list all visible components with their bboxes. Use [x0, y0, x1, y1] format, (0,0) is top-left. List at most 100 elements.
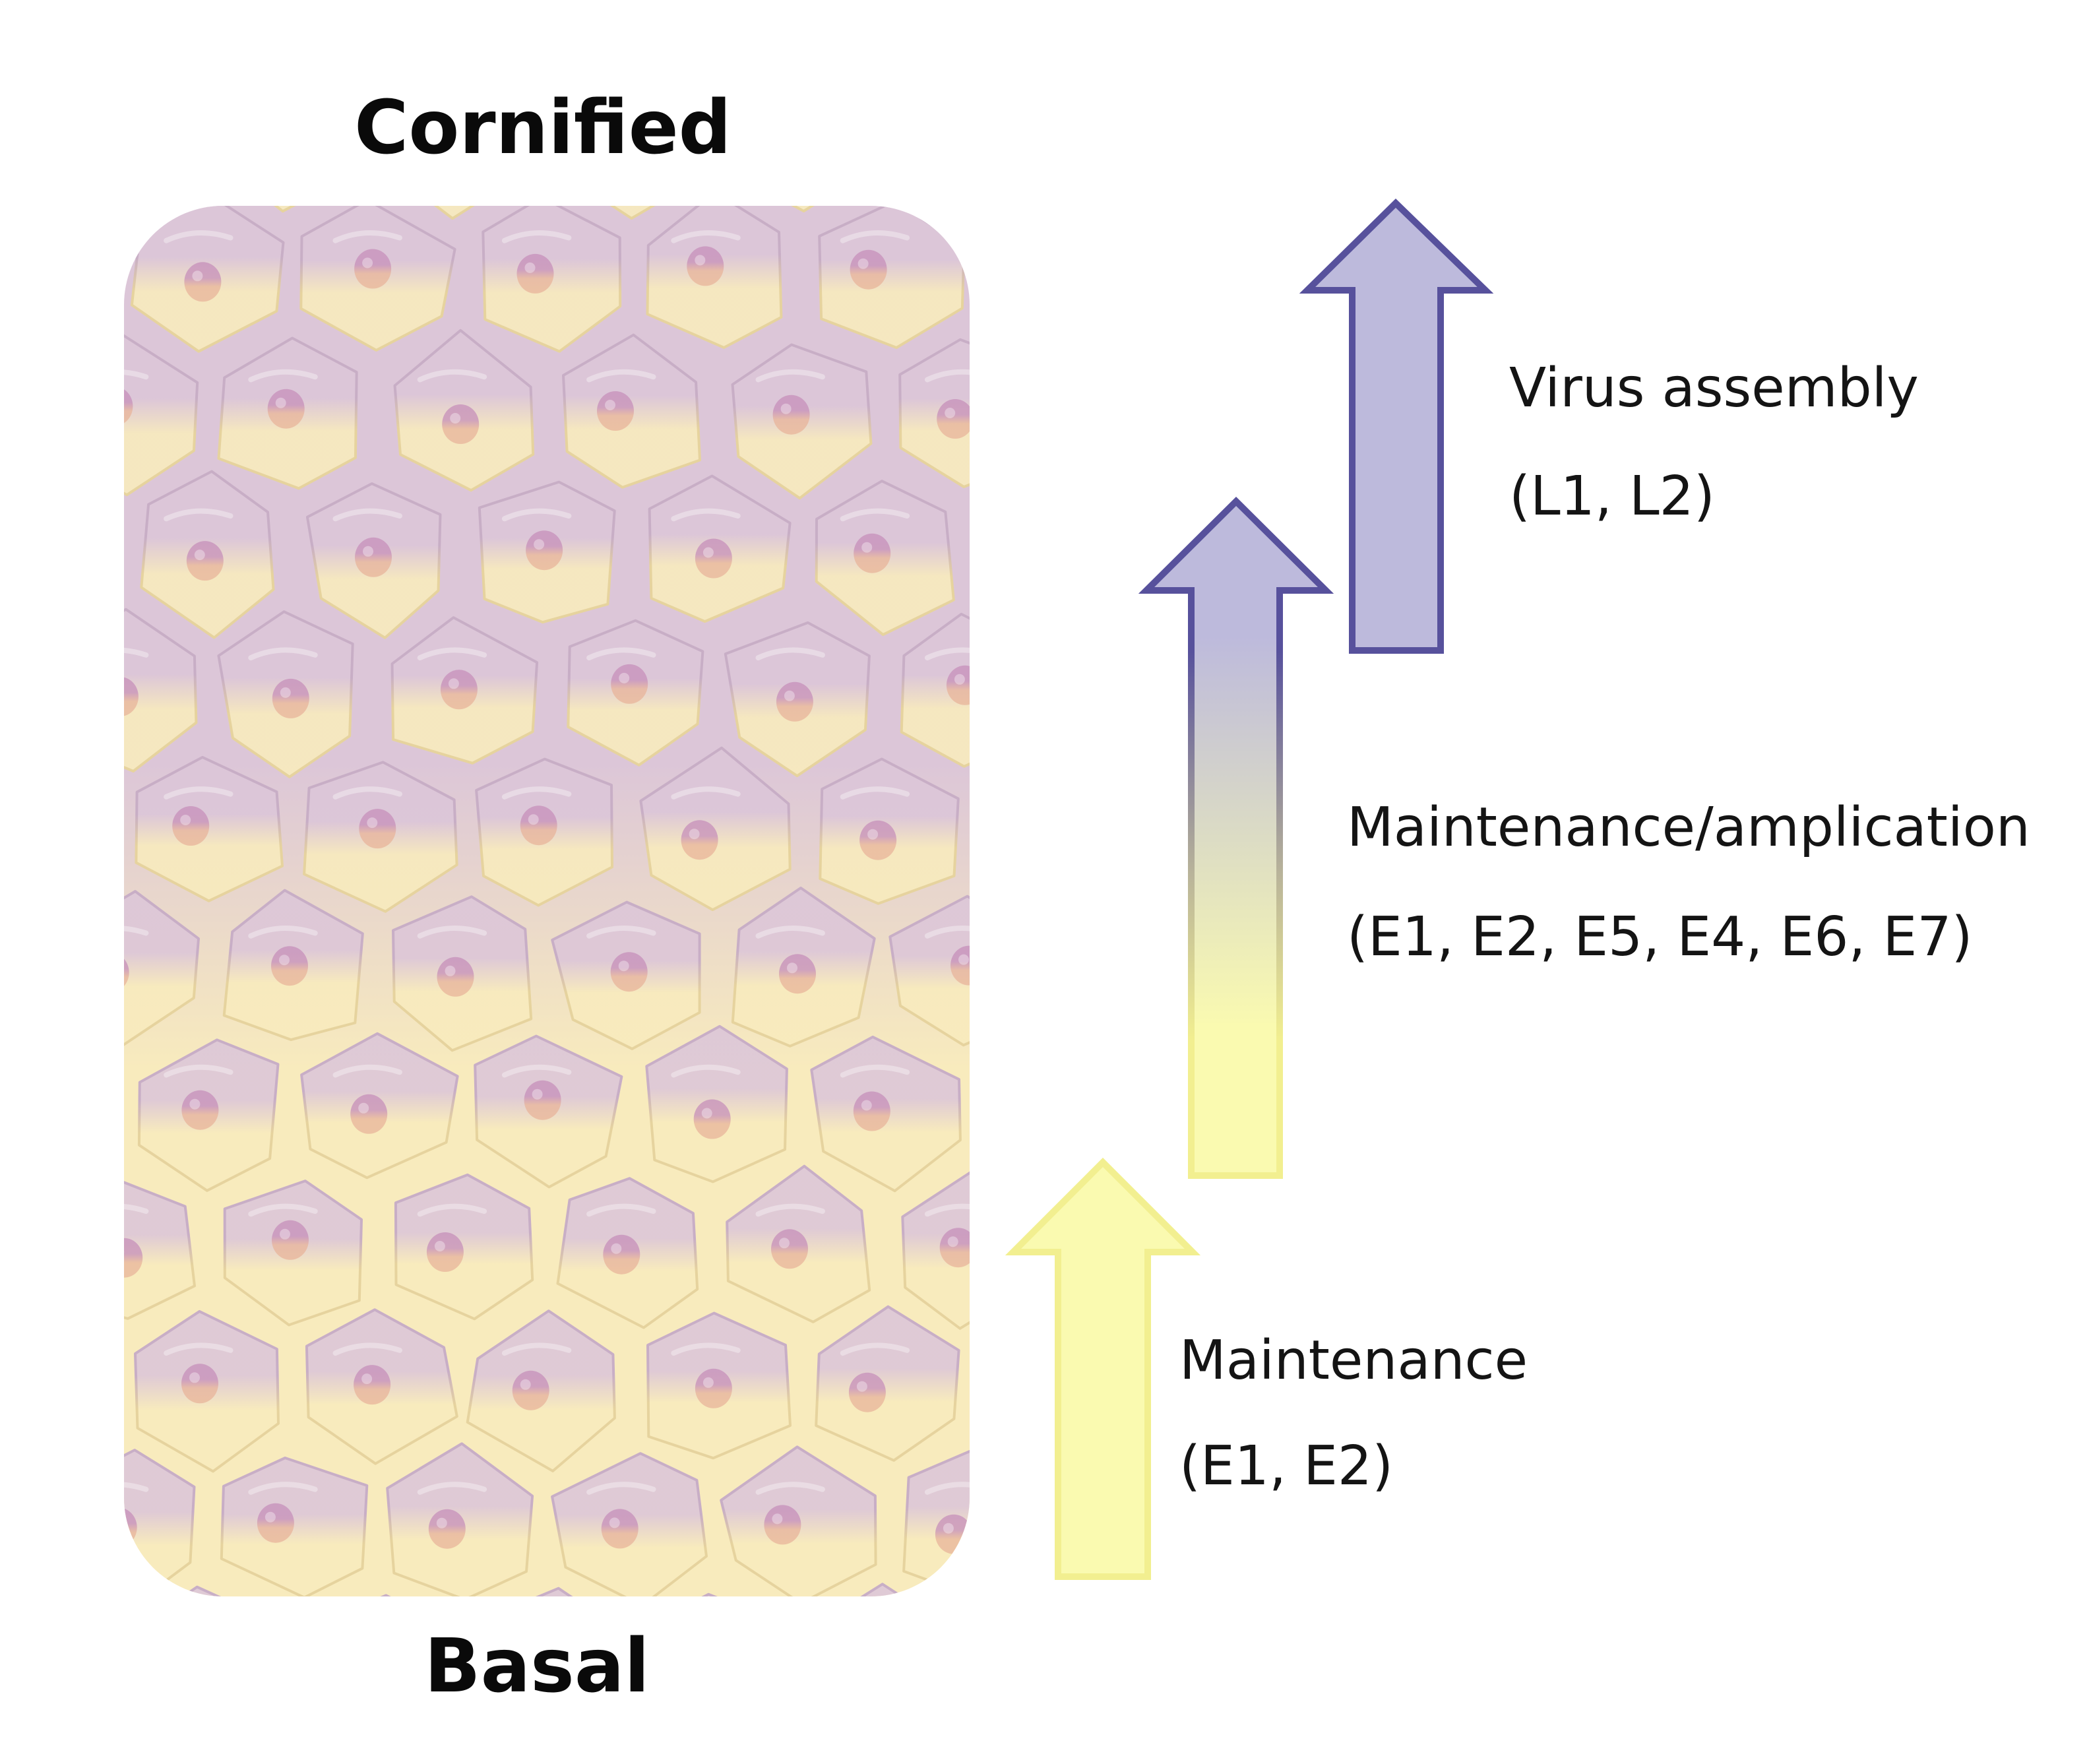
nucleus-shine — [609, 1517, 620, 1528]
nucleus-shine — [192, 270, 203, 282]
cell-nucleus — [772, 394, 810, 435]
cell-nucleus — [359, 809, 396, 849]
cell-highlight — [501, 508, 572, 522]
cell — [0, 476, 108, 628]
cell-highlight — [248, 1482, 318, 1495]
maintenance-arrow — [1005, 1157, 1201, 1580]
nucleus-shine — [618, 961, 629, 972]
tissue-block — [0, 94, 1212, 1742]
cell-highlight — [0, 1067, 61, 1075]
nucleus-shine — [861, 542, 873, 553]
nucleus-shine — [856, 1381, 867, 1392]
cell — [902, 1445, 970, 1596]
cell — [805, 1583, 955, 1596]
nucleus-shine — [1031, 1101, 1042, 1112]
cell-nucleus — [181, 1364, 218, 1404]
cell — [982, 205, 1133, 349]
cell-highlight — [586, 925, 656, 939]
nucleus-shine — [367, 817, 378, 829]
cell-nucleus — [272, 678, 309, 718]
cell-highlight — [755, 647, 825, 661]
cell-highlight — [124, 1203, 149, 1217]
nucleus-shine — [947, 1236, 958, 1247]
cell — [1075, 346, 1212, 487]
cell-nucleus — [1104, 944, 1141, 984]
cell — [639, 746, 792, 912]
nucleus-shine — [605, 400, 615, 410]
cell — [0, 1595, 114, 1742]
cell-nucleus — [22, 1089, 59, 1129]
cell-highlight — [671, 508, 741, 522]
cell-highlight — [671, 1064, 741, 1078]
cell-layer — [0, 94, 1212, 1742]
cell-highlight — [332, 1342, 402, 1356]
cell-highlight — [417, 1203, 487, 1217]
cell-highlight — [671, 786, 741, 800]
cell-nucleus — [172, 806, 210, 846]
cell-highlight — [1096, 94, 1160, 102]
nucleus-shine — [958, 954, 969, 965]
nucleus-shine — [611, 1243, 622, 1254]
nucleus-shine — [779, 1238, 790, 1249]
cell-highlight — [924, 1482, 970, 1495]
cell-highlight — [164, 230, 234, 243]
nucleus-shine — [436, 1517, 447, 1528]
cell-nucleus — [1036, 534, 1073, 574]
cell-nucleus — [950, 110, 987, 149]
cell-nucleus — [1022, 820, 1059, 860]
nucleus-shine — [780, 403, 792, 414]
cell-nucleus — [124, 677, 139, 716]
cell-highlight — [755, 925, 825, 939]
cell-highlight — [248, 1203, 318, 1217]
cell-highlight — [840, 230, 910, 243]
nucleus-shine — [702, 547, 714, 558]
nucleus-shine — [100, 961, 111, 972]
cell-nucleus — [1102, 121, 1139, 161]
cell-nucleus — [354, 249, 392, 289]
cell-nucleus — [98, 116, 135, 156]
cell-highlight — [124, 647, 149, 661]
cell-nucleus — [681, 820, 718, 860]
cell-nucleus — [257, 1503, 294, 1543]
nucleus-shine — [943, 1523, 954, 1534]
cell-highlight — [1012, 233, 1076, 241]
nucleus-shine — [857, 258, 869, 269]
nucleus-shine — [21, 272, 32, 283]
nucleus-shine — [784, 690, 795, 701]
nucleus-shine — [619, 672, 630, 683]
cell-nucleus — [124, 1238, 143, 1278]
nucleus-shine — [279, 955, 290, 966]
cell-highlight — [417, 369, 487, 383]
cell-nucleus — [865, 1648, 902, 1687]
nucleus-shine — [104, 395, 114, 406]
nucleus-shine — [448, 678, 459, 689]
cell-highlight — [924, 369, 970, 383]
cell-highlight — [332, 1064, 402, 1078]
cell-highlight — [248, 925, 318, 939]
nucleus-shine — [772, 1513, 783, 1525]
stage-amplification-title: Maintenance/amplication — [1347, 796, 2030, 859]
cell-highlight — [332, 786, 402, 800]
nucleus-shine — [189, 1098, 201, 1110]
cell-highlight — [1096, 372, 1160, 380]
cell-highlight — [840, 508, 910, 522]
cell-highlight — [843, 1623, 907, 1631]
cell-nucleus — [1024, 253, 1061, 292]
cell-highlight — [164, 508, 234, 522]
cell-highlight — [164, 1064, 234, 1078]
cell — [386, 206, 533, 220]
nucleus-shine — [434, 1241, 445, 1251]
cell-nucleus — [603, 1234, 640, 1275]
cell-highlight — [1012, 1623, 1076, 1631]
cell-highlight — [248, 647, 318, 661]
nucleus-shine — [194, 550, 205, 561]
cell-highlight — [755, 1203, 825, 1217]
cell-nucleus — [428, 1509, 466, 1549]
cornified-label: Cornified — [354, 85, 732, 171]
cell-nucleus — [859, 820, 897, 860]
cell — [124, 1449, 196, 1596]
cell — [978, 1591, 1124, 1737]
cell-highlight — [1096, 928, 1160, 936]
cell-highlight — [248, 369, 318, 383]
